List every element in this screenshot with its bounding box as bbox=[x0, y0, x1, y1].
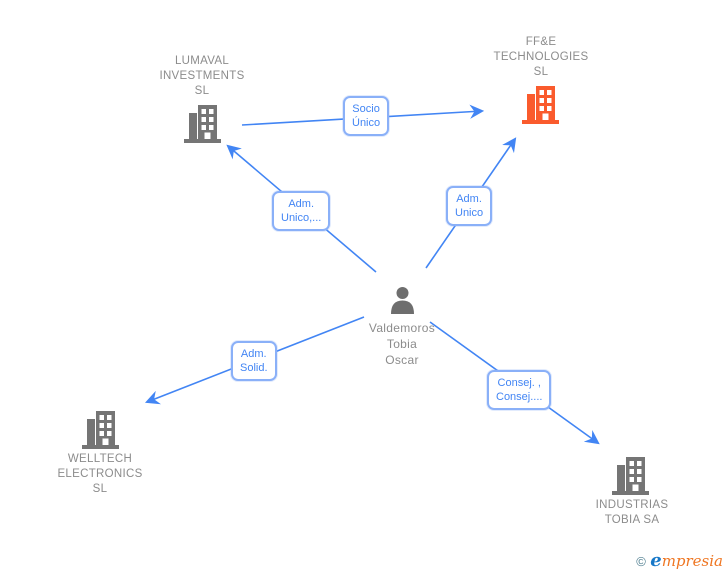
company-node-industrias[interactable] bbox=[612, 456, 650, 501]
company-label-industrias[interactable]: INDUSTRIAS TOBIA SA bbox=[595, 499, 669, 526]
person-label-valdemoros[interactable]: Valdemoros Tobia Oscar bbox=[368, 321, 436, 367]
building-icon bbox=[82, 411, 119, 449]
company-label-lumaval[interactable]: LUMAVAL INVESTMENTS SL bbox=[159, 55, 245, 97]
edge-label-adm-unico-lumaval[interactable]: Adm. Unico,... bbox=[272, 191, 331, 231]
company-node-ffe[interactable] bbox=[522, 85, 560, 130]
company-node-welltech[interactable] bbox=[82, 410, 120, 455]
person-node-valdemoros[interactable] bbox=[387, 285, 418, 321]
company-label-welltech[interactable]: WELLTECH ELECTRONICS SL bbox=[57, 453, 143, 495]
building-icon bbox=[612, 457, 649, 495]
brand-initial: e bbox=[650, 550, 662, 571]
edge-label-socio-unico[interactable]: Socio Único bbox=[343, 96, 390, 136]
person-icon bbox=[391, 287, 414, 314]
building-icon bbox=[184, 105, 221, 143]
company-label-ffe[interactable]: FF&E TECHNOLOGIES SL bbox=[493, 36, 589, 78]
edge-label-adm-unico-ffe[interactable]: Adm. Unico bbox=[446, 186, 493, 226]
copyright-icon: © bbox=[636, 554, 646, 569]
edge-label-consej[interactable]: Consej. , Consej.... bbox=[487, 370, 552, 410]
empresia-logo[interactable]: © empresia bbox=[636, 550, 723, 571]
company-node-lumaval[interactable] bbox=[184, 104, 222, 149]
building-icon-highlighted bbox=[522, 86, 559, 124]
brand-name: mpresia bbox=[661, 552, 723, 570]
edge-label-adm-solid[interactable]: Adm. Solid. bbox=[231, 341, 277, 381]
